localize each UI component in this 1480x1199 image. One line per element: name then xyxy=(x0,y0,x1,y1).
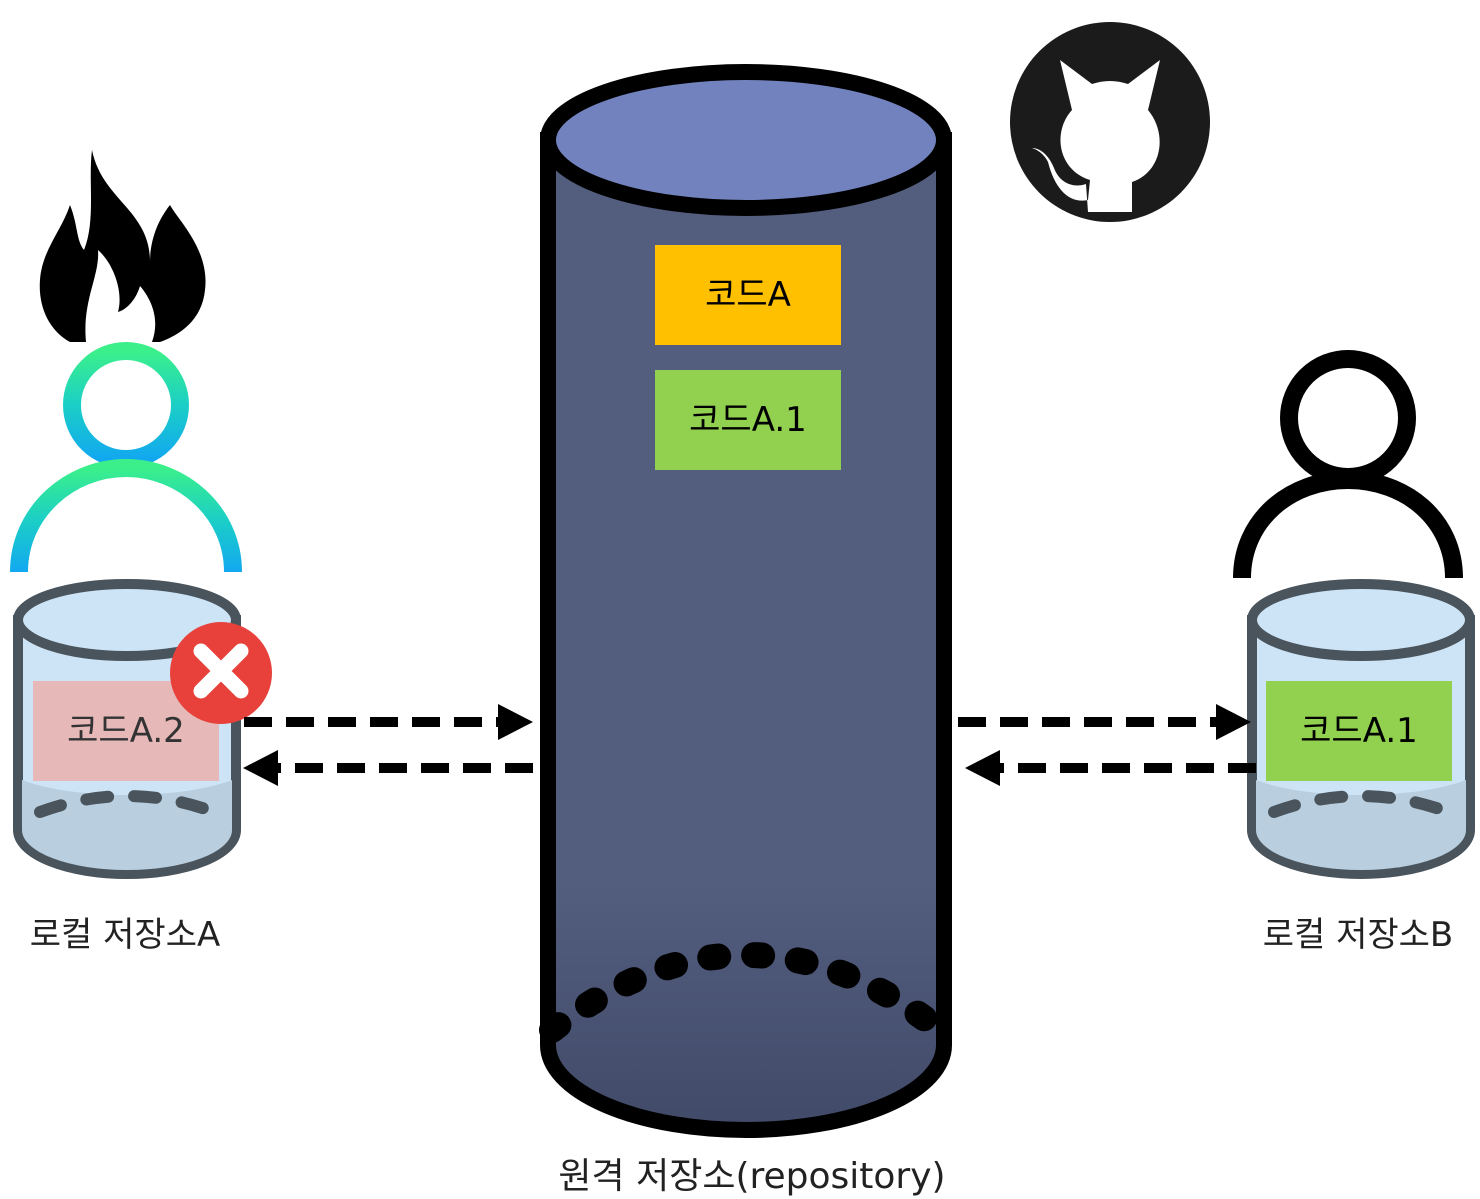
fire-icon xyxy=(39,150,206,342)
arrowhead-left xyxy=(965,750,1000,786)
arrowhead-right xyxy=(1216,704,1251,740)
local-cylinder-b-top xyxy=(1247,579,1475,661)
remote-commit-block xyxy=(655,245,841,345)
remote-repository: 코드A 코드A.1 원격 저장소(repository) xyxy=(539,64,953,1197)
local-b-commit-label: 코드A.1 xyxy=(1300,711,1418,751)
remote-cylinder-body xyxy=(540,132,952,1138)
user-outline-icon xyxy=(1233,350,1463,579)
local-repository-a: 코드A.2 로컬 저장소A xyxy=(10,150,272,955)
local-repository-b: 코드A.1 로컬 저장소B xyxy=(1233,350,1475,955)
local-cylinder-a-top xyxy=(13,579,241,661)
local-b-commit-block xyxy=(1266,681,1452,781)
remote-cylinder-inner-rim xyxy=(539,942,953,1043)
remote-commit-label: 코드A xyxy=(705,275,791,315)
arrowhead-left xyxy=(243,750,278,786)
remote-repository-label: 원격 저장소(repository) xyxy=(558,1156,945,1197)
arrowheads xyxy=(243,704,1251,786)
remote-cylinder-top xyxy=(540,64,952,216)
remote-commit-block xyxy=(655,370,841,470)
arrowhead-right xyxy=(498,704,533,740)
local-cylinder-b-inner-rim xyxy=(1268,790,1454,818)
error-x-icon xyxy=(170,622,272,724)
github-icon xyxy=(1010,22,1210,222)
remote-commit-label: 코드A.1 xyxy=(689,400,807,440)
local-a-commit-label: 코드A.2 xyxy=(67,711,185,751)
local-cylinder-a-inner-rim xyxy=(34,790,220,818)
local-b-label: 로컬 저장소B xyxy=(1263,915,1454,955)
local-a-label: 로컬 저장소A xyxy=(30,915,220,955)
arrows xyxy=(244,717,1256,773)
user-gradient-icon xyxy=(10,342,242,573)
